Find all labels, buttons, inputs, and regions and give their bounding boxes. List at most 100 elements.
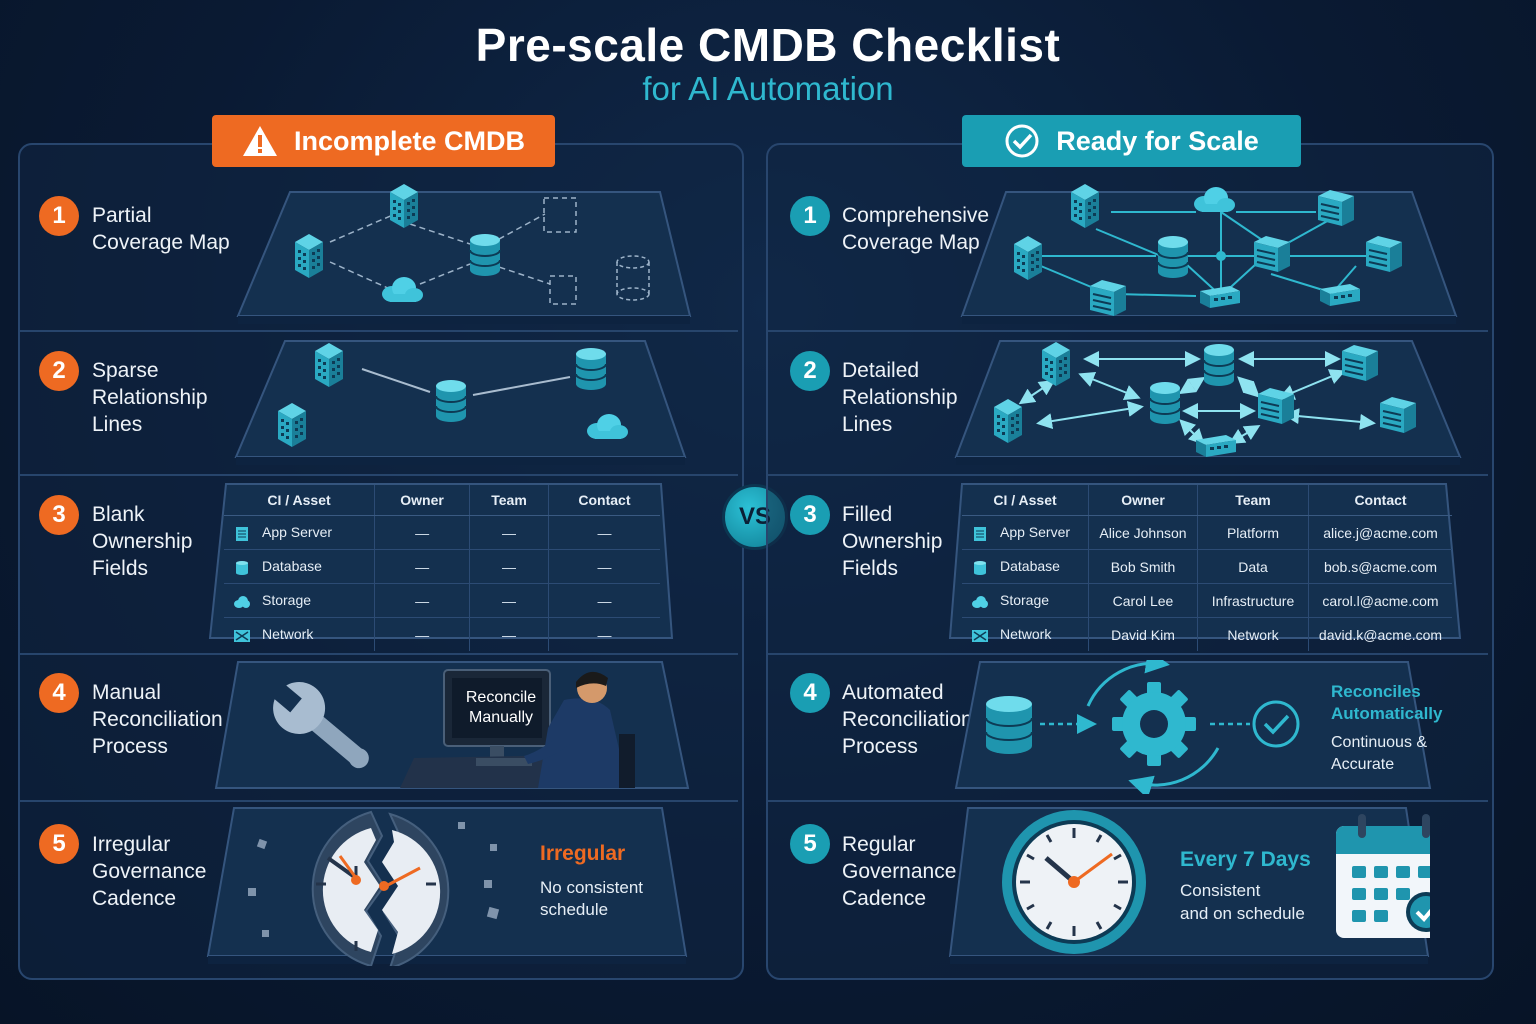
row-divider — [20, 474, 738, 476]
asset-name: Storage — [1000, 592, 1050, 609]
cloud-icon — [234, 595, 250, 608]
team-cell: Infrastructure — [1197, 583, 1309, 618]
wrench-icon — [271, 682, 369, 769]
database-icon — [236, 560, 248, 575]
building-icon — [1042, 342, 1070, 386]
gear-icon — [1112, 682, 1196, 766]
asset-name: Storage — [262, 592, 312, 609]
contact-cell: — — [547, 549, 660, 584]
contact-cell: — — [547, 583, 660, 618]
step-label: Detailed Relationship Lines — [842, 359, 958, 436]
step-number: 4 — [39, 673, 79, 713]
asset-name: Network — [1000, 626, 1052, 643]
asset-name: Database — [262, 558, 322, 575]
owner-cell: — — [373, 617, 470, 651]
cadence-title: Irregular — [540, 842, 626, 865]
asset-name: Database — [1000, 558, 1060, 575]
server-icon — [1317, 189, 1355, 227]
server-icon — [1379, 396, 1417, 434]
owner-cell: Carol Lee — [1088, 583, 1198, 618]
step-number: 4 — [790, 673, 830, 713]
header-label: Incomplete CMDB — [293, 125, 526, 156]
step-number: 3 — [790, 495, 830, 535]
building-icon — [994, 399, 1022, 443]
ready-for-scale-header: Ready for Scale — [962, 115, 1301, 167]
table-row: App Server Alice Johnson Platform alice.… — [962, 515, 1452, 550]
team-cell: Data — [1197, 549, 1309, 584]
step-number: 2 — [790, 351, 830, 391]
team-cell: — — [469, 617, 549, 651]
database-icon — [435, 379, 467, 423]
clock-icon — [1002, 810, 1146, 954]
sparse-relationship-map — [234, 340, 687, 465]
network-icon — [972, 629, 988, 642]
building-icon — [295, 234, 323, 278]
owner-cell: David Kim — [1088, 617, 1198, 651]
calendar-icon — [1336, 814, 1430, 938]
filled-ownership-table: CI / Asset Owner Team Contact App Server… — [962, 485, 1452, 651]
cadence-description: No consistent schedule — [540, 878, 643, 919]
building-icon — [278, 403, 306, 447]
column-header: Contact — [1308, 485, 1452, 516]
owner-cell: Bob Smith — [1088, 549, 1198, 584]
row-divider — [20, 330, 738, 332]
incomplete-cmdb-header: Incomplete CMDB — [212, 115, 555, 167]
step-label: Regular Governance Cadence — [842, 833, 957, 910]
building-icon — [1014, 236, 1042, 280]
step-label: Automated Reconciliation Process — [842, 681, 973, 758]
broken-clock-icon — [311, 810, 450, 966]
cloud-icon — [1194, 187, 1235, 212]
database-icon — [1157, 235, 1189, 279]
page-title: Pre-scale CMDB Checklist — [475, 19, 1061, 71]
table-row: Network — — — — [224, 617, 660, 651]
column-header: Team — [1197, 485, 1309, 516]
row-divider — [768, 474, 1488, 476]
team-cell: — — [469, 583, 549, 618]
check-circle-icon — [1005, 124, 1039, 158]
monitor-text: Reconcile Manually — [465, 689, 537, 726]
contact-cell: — — [547, 617, 660, 651]
partial-coverage-map — [236, 184, 692, 324]
owner-cell: Alice Johnson — [1088, 515, 1198, 550]
team-cell: — — [469, 515, 549, 550]
blank-ownership-table: CI / Asset Owner Team Contact App Server… — [224, 485, 660, 651]
step-label: Comprehensive Coverage Map — [842, 204, 990, 254]
page-subtitle: for AI Automation — [642, 70, 894, 107]
asset-name: App Server — [262, 524, 333, 541]
team-cell: Platform — [1197, 515, 1309, 550]
step-number: 1 — [39, 196, 79, 236]
step-number: 5 — [39, 824, 79, 864]
server-icon — [1253, 235, 1291, 273]
row-divider — [768, 800, 1488, 802]
server-icon — [974, 526, 986, 541]
person-icon — [524, 671, 635, 788]
column-header: Contact — [547, 485, 660, 516]
contact-cell: bob.s@acme.com — [1308, 549, 1452, 584]
step-label: Partial Coverage Map — [92, 204, 230, 254]
server-icon — [1365, 235, 1403, 273]
table-row: Storage — — — — [224, 583, 660, 618]
comprehensive-coverage-map — [960, 184, 1458, 324]
cadence-title: Every 7 Days — [1180, 848, 1311, 871]
database-icon — [985, 696, 1033, 754]
building-icon — [315, 343, 343, 387]
automated-reconciliation-scene — [954, 660, 1432, 794]
step-number: 5 — [790, 824, 830, 864]
table-row: Network David Kim Network david.k@acme.c… — [962, 617, 1452, 651]
auto-reconcile-description: Continuous & Accurate — [1331, 734, 1428, 773]
database-icon — [469, 233, 501, 277]
step-label: Manual Reconciliation Process — [92, 681, 223, 758]
building-icon — [1071, 184, 1099, 228]
contact-cell: carol.l@acme.com — [1308, 583, 1452, 618]
missing-asset-icon — [549, 275, 577, 305]
table-row: App Server — — — — [224, 515, 660, 550]
cloud-icon — [972, 595, 988, 608]
column-header: CI / Asset — [224, 485, 375, 516]
regular-cadence-scene — [948, 807, 1430, 964]
asset-name: App Server — [1000, 524, 1071, 541]
database-icon — [1149, 381, 1181, 425]
step-label: Irregular Governance Cadence — [92, 833, 207, 910]
column-header: Owner — [1088, 485, 1198, 516]
header-label: Ready for Scale — [1056, 125, 1259, 156]
database-icon — [575, 347, 607, 391]
